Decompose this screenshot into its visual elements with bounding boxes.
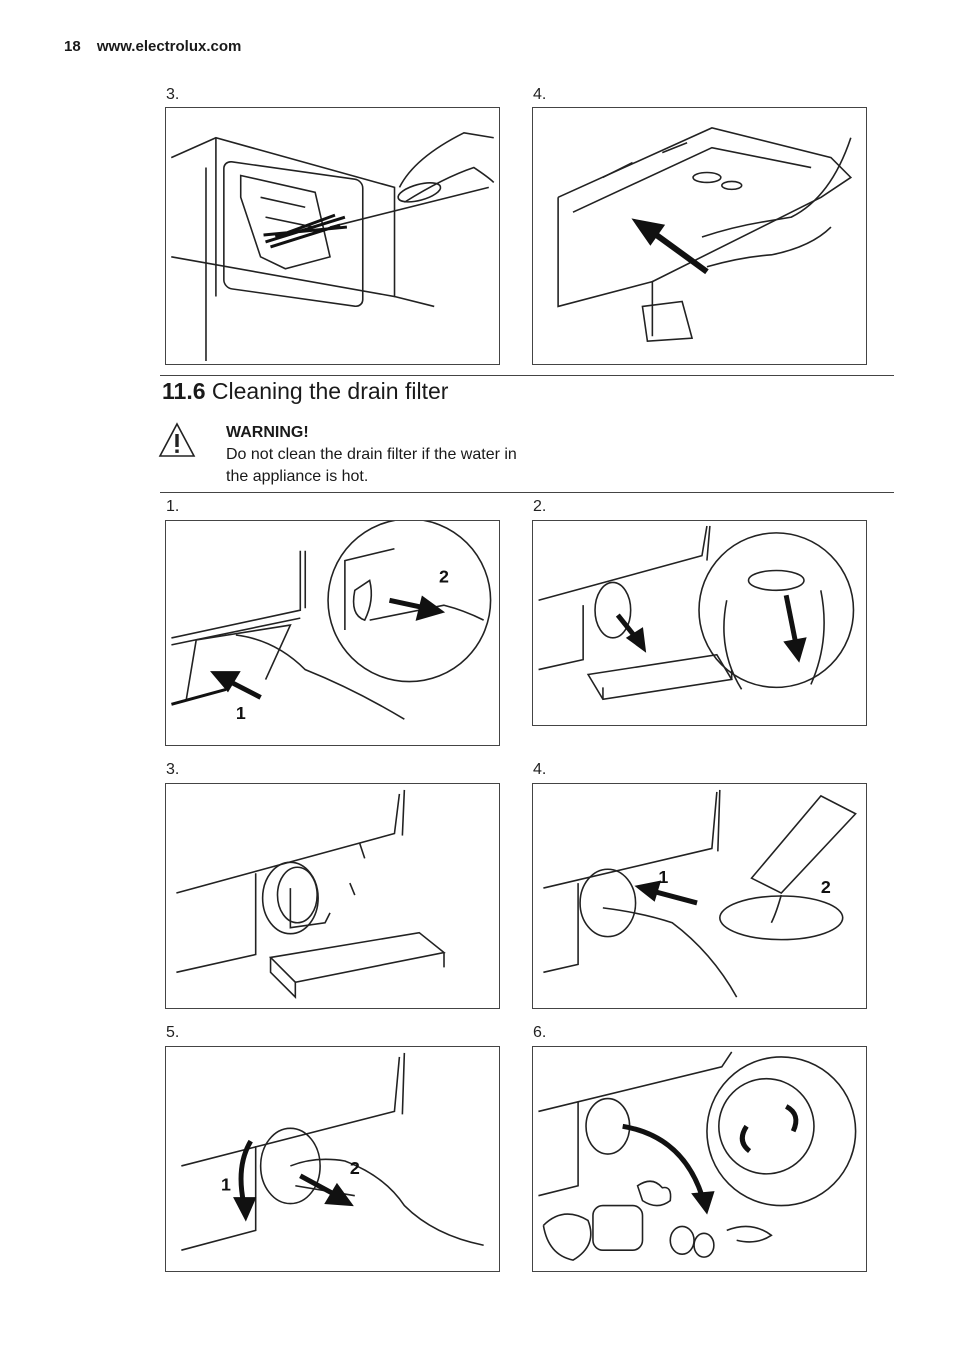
illustration-empty-container: 1 2	[532, 783, 867, 1009]
callout-label-1: 1	[658, 867, 668, 887]
website-link[interactable]: www.electrolux.com	[96, 38, 242, 55]
page-number: 18	[64, 38, 81, 55]
open-flap-illustration: 1 2	[171, 521, 492, 723]
section-heading: Cleaning the drain filter	[211, 378, 449, 404]
illustration-drain-water	[165, 783, 500, 1009]
section-title: 11.6 Cleaning the drain filter	[162, 378, 448, 405]
step-number: 3.	[166, 86, 180, 103]
dispenser-insert-illustration	[557, 127, 853, 343]
warning-divider	[160, 492, 894, 493]
step-number: 6.	[533, 1024, 547, 1041]
illustration-dispenser-brush	[165, 107, 500, 365]
page-header: 18 www.electrolux.com	[64, 38, 241, 55]
illustration-remove-filter: 1 2	[165, 1046, 500, 1272]
illustration-dispenser-insert	[532, 107, 867, 365]
step-number: 4.	[533, 86, 547, 103]
drain-water-illustration	[176, 789, 446, 1000]
callout-label-1: 1	[221, 1175, 231, 1195]
place-container-illustration	[538, 525, 855, 701]
warning-box: WARNING! Do not clean the drain filter i…	[226, 422, 526, 488]
section-number: 11.6	[162, 378, 206, 404]
step-number: 2.	[533, 498, 547, 515]
clean-filter-illustration	[538, 1051, 857, 1261]
brush-cleaning-illustration	[170, 131, 495, 362]
section-divider	[160, 375, 894, 376]
step-number: 3.	[166, 761, 180, 778]
empty-container-illustration: 1 2	[543, 789, 857, 998]
step-number: 4.	[533, 761, 547, 778]
illustration-open-flap: 1 2	[165, 520, 500, 746]
remove-filter-illustration: 1 2	[181, 1052, 484, 1251]
callout-label-2: 2	[439, 566, 449, 586]
callout-label-2: 2	[821, 877, 831, 897]
callout-label-2: 2	[350, 1158, 360, 1178]
illustration-place-container	[532, 520, 867, 726]
warning-triangle-icon	[158, 422, 196, 458]
illustration-clean-filter	[532, 1046, 867, 1272]
warning-text: Do not clean the drain filter if the wat…	[226, 446, 517, 485]
warning-title: WARNING!	[226, 424, 309, 441]
step-number: 1.	[166, 498, 180, 515]
step-number: 5.	[166, 1024, 180, 1041]
callout-label-1: 1	[236, 703, 246, 723]
